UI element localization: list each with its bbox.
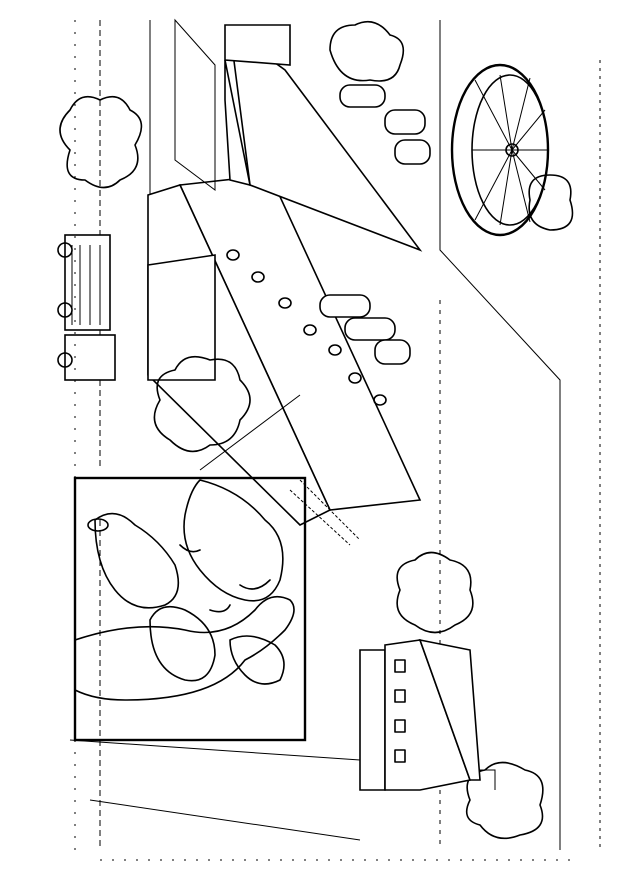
pigs-inset	[73, 394, 307, 742]
roof-vents	[226, 249, 387, 406]
round-tank	[450, 63, 550, 237]
pig-barn-upper	[174, 18, 423, 252]
feed-silos	[319, 84, 431, 365]
page-border	[74, 20, 580, 861]
pig-barn-long	[147, 174, 422, 546]
livestock-truck	[57, 234, 116, 381]
farm-house	[359, 638, 496, 791]
field-lines	[69, 20, 601, 850]
